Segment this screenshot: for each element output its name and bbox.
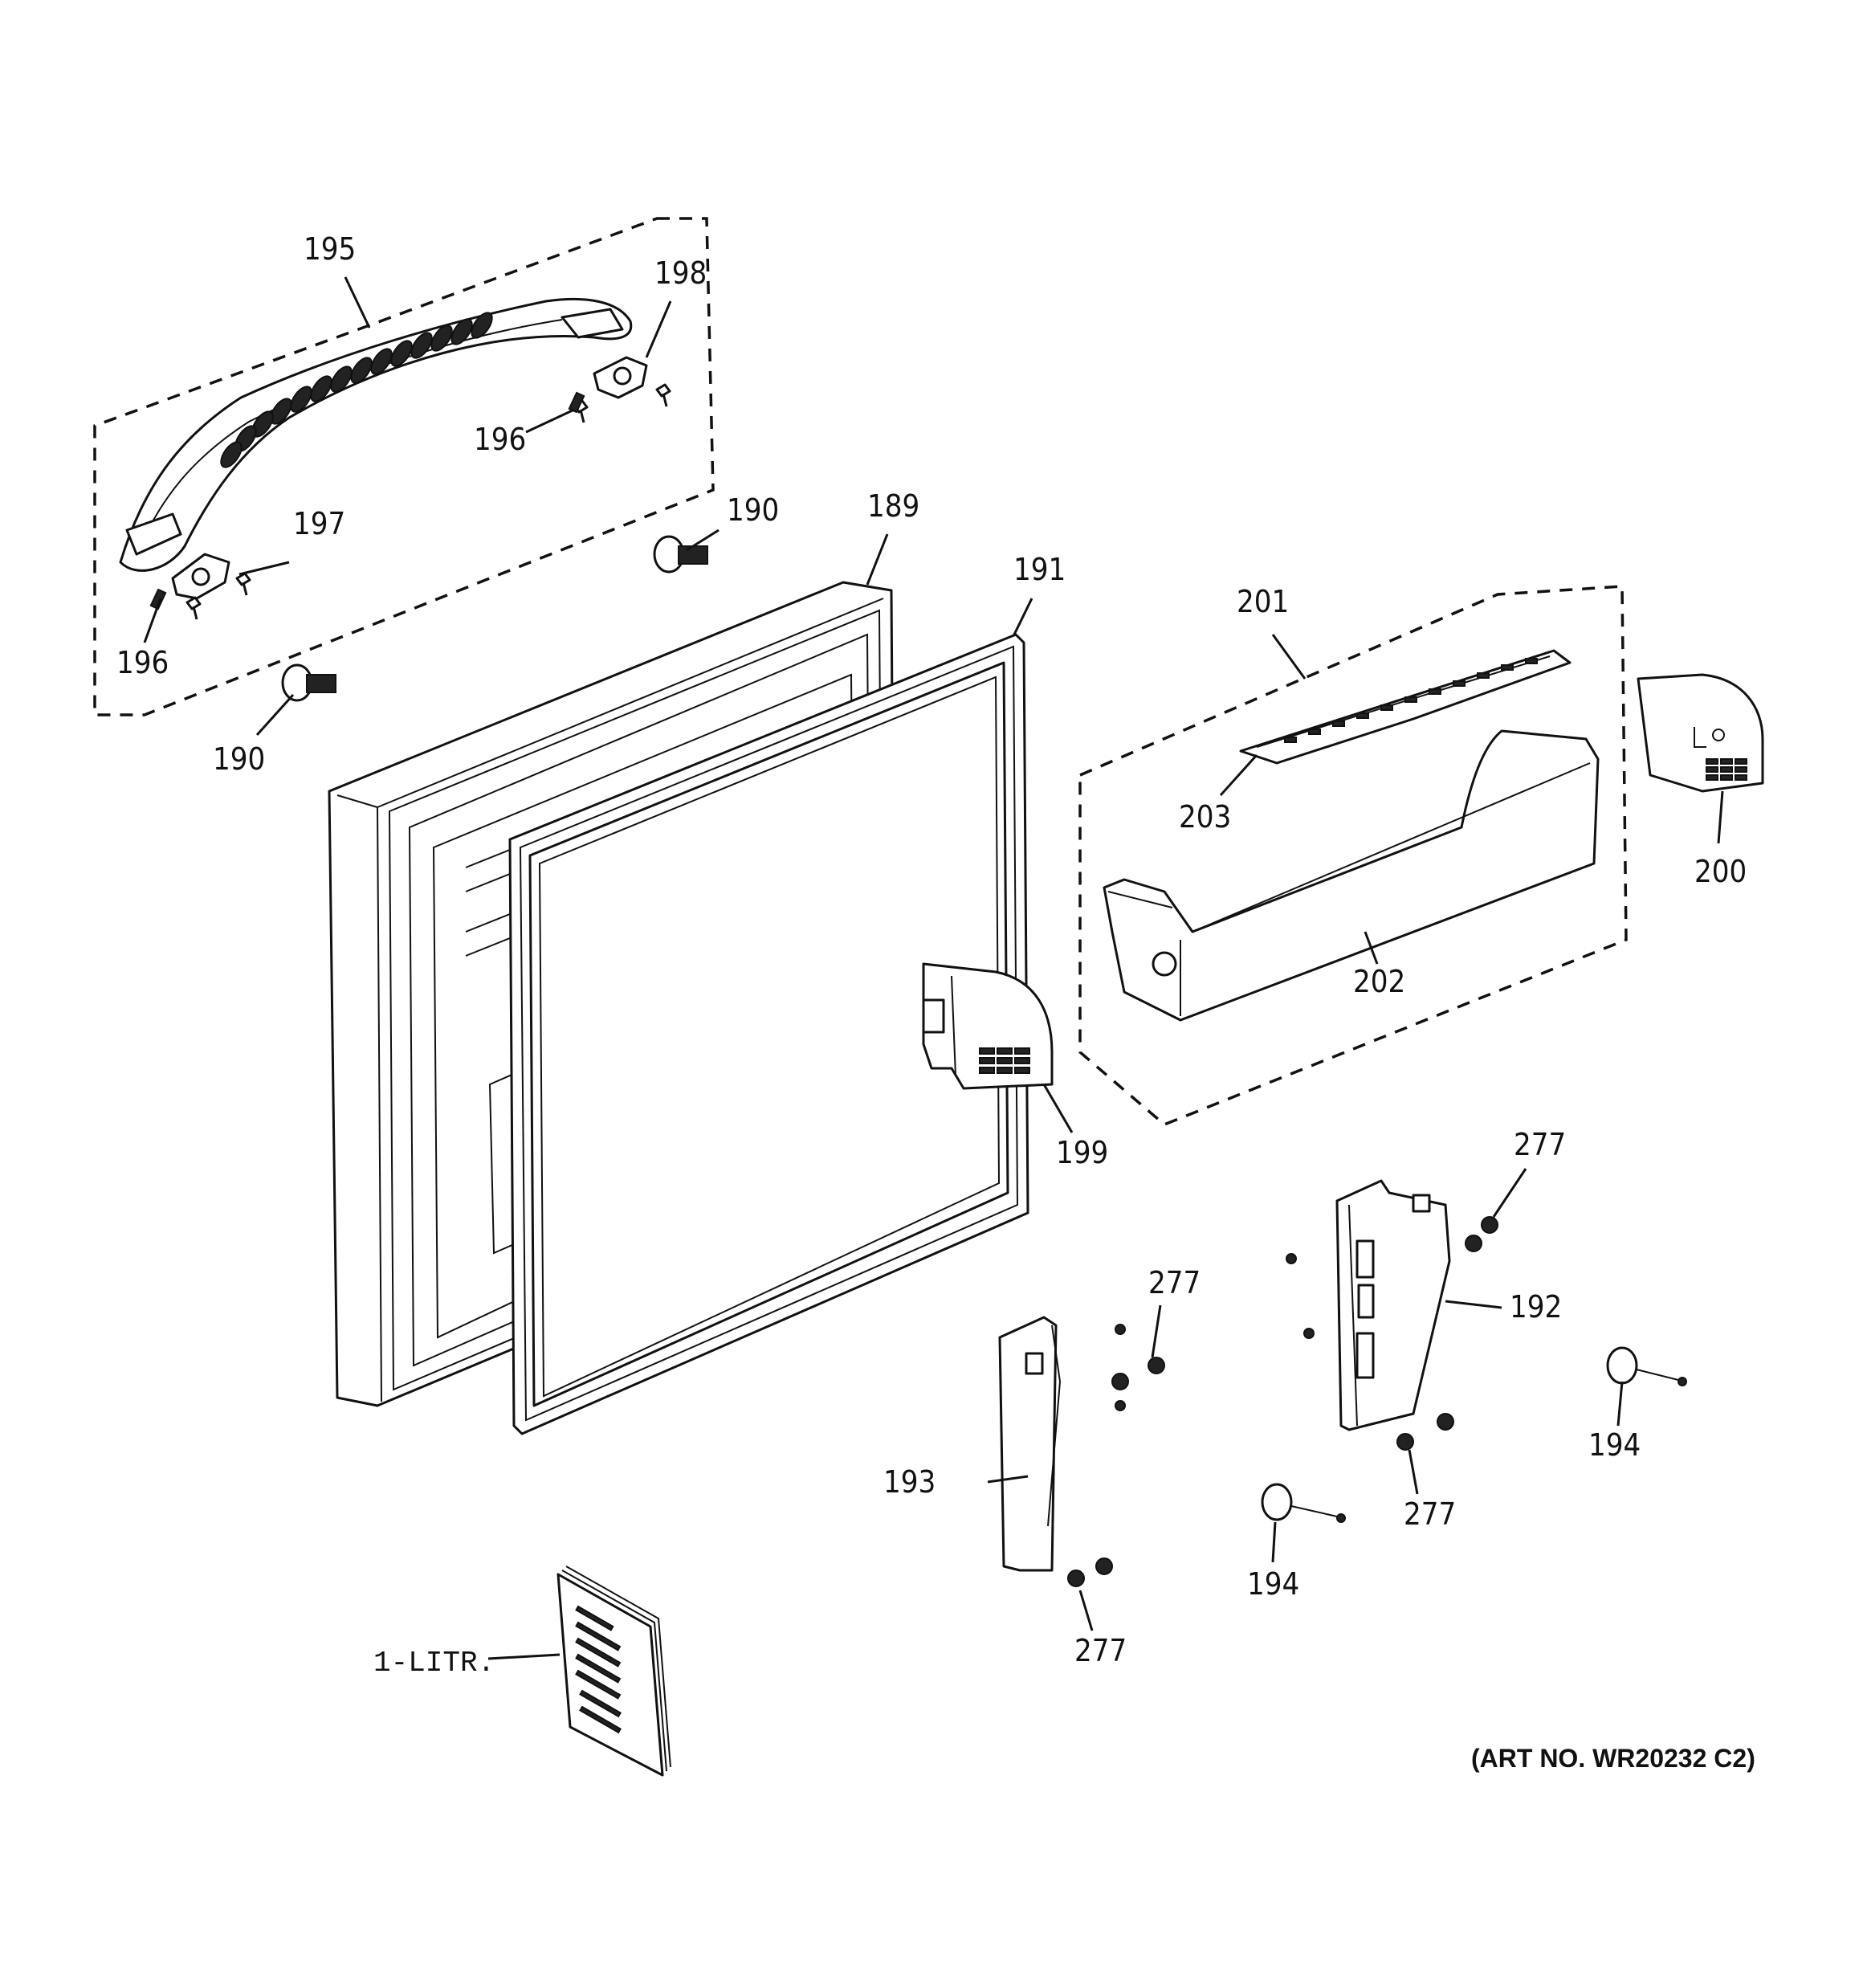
- label-277-c: 277: [1404, 1496, 1456, 1532]
- label-194-right: 194: [1588, 1427, 1641, 1463]
- handle-group-outline: [93, 217, 715, 716]
- label-200: 200: [1694, 854, 1747, 889]
- label-201: 201: [1237, 584, 1289, 619]
- bin-group-outline: [1078, 585, 1628, 1127]
- part-195-handle: [119, 297, 633, 572]
- label-198: 198: [654, 255, 707, 291]
- label-194-left: 194: [1247, 1566, 1299, 1602]
- label-193: 193: [883, 1464, 936, 1500]
- screws-277: [1067, 1216, 1498, 1587]
- art-number: (ART NO. WR20232 C2): [1471, 1744, 1755, 1773]
- part-190-pin-bottom: [281, 663, 336, 702]
- label-191: 191: [1013, 552, 1066, 587]
- part-194-foot-left: [1261, 1483, 1346, 1523]
- leader-lines: [143, 276, 1724, 1660]
- part-199-bin-cap: [922, 962, 1054, 1090]
- label-196-top: 196: [474, 422, 526, 457]
- label-1-litr: 1-LITR.: [373, 1647, 495, 1680]
- screws-handle: [149, 383, 671, 620]
- label-196-bottom: 196: [116, 645, 169, 680]
- part-202-bin: [1103, 729, 1600, 1022]
- part-203-bin-cover: [1239, 649, 1572, 765]
- label-195: 195: [304, 231, 356, 267]
- part-191-gasket: [508, 633, 1029, 1435]
- part-literature-booklet: [556, 1565, 671, 1777]
- part-190-pin-top: [653, 535, 708, 574]
- label-190-bottom: 190: [213, 741, 265, 777]
- part-193-bracket: [998, 1316, 1062, 1572]
- label-277-d: 277: [1074, 1633, 1127, 1668]
- label-277-b: 277: [1148, 1265, 1201, 1300]
- label-189: 189: [867, 488, 919, 524]
- label-190-top: 190: [727, 492, 779, 528]
- part-194-foot-right: [1606, 1346, 1687, 1386]
- part-198-mount: [593, 356, 648, 399]
- label-277-a: 277: [1514, 1127, 1566, 1162]
- label-203: 203: [1179, 799, 1231, 835]
- part-192-bracket: [1335, 1179, 1451, 1431]
- label-197: 197: [293, 506, 345, 541]
- part-200-end-cap: [1637, 673, 1764, 793]
- label-192: 192: [1510, 1289, 1562, 1325]
- part-197-mount: [171, 553, 230, 600]
- label-202: 202: [1353, 964, 1405, 999]
- label-199: 199: [1056, 1135, 1108, 1170]
